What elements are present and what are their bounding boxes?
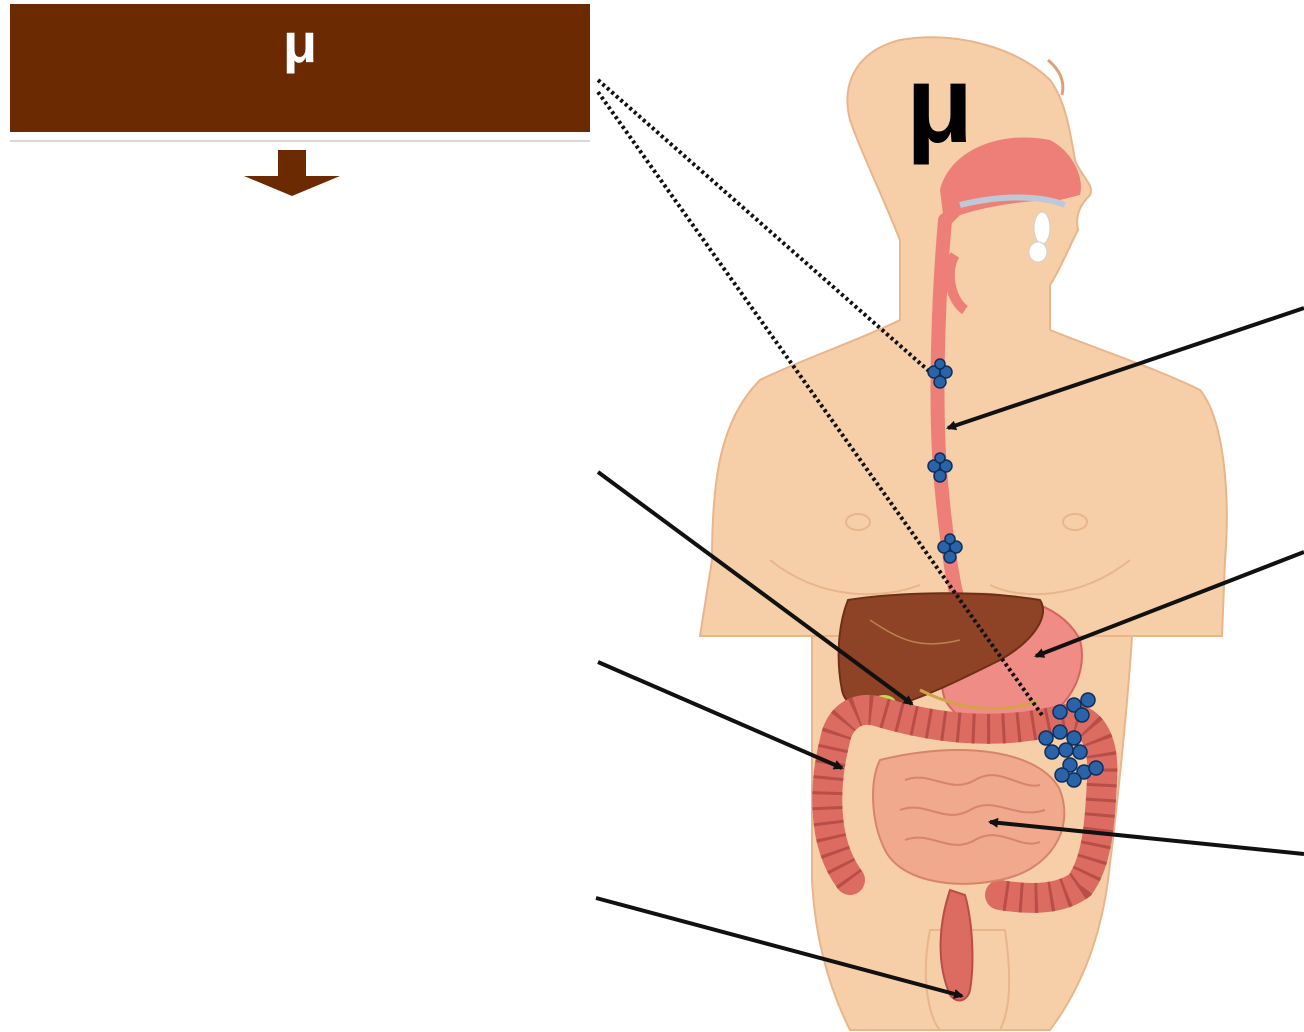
small-intestine — [873, 750, 1064, 884]
rectum — [941, 890, 973, 1000]
head-label: μ — [906, 50, 973, 160]
pointer-large-intestine — [598, 662, 842, 768]
